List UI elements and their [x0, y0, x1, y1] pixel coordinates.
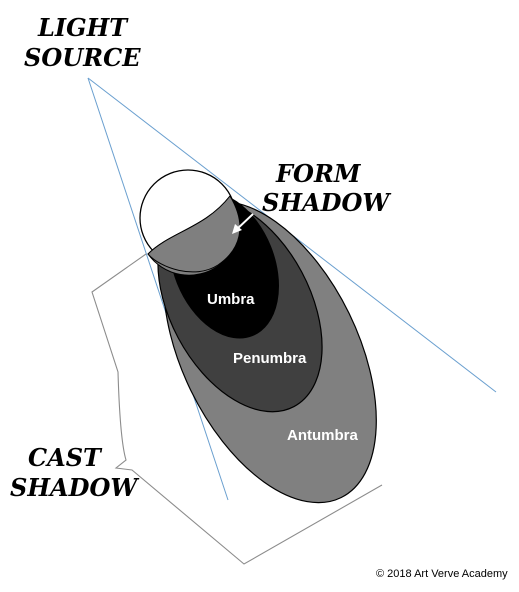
- form-shadow-label-line1: FORM: [275, 159, 362, 188]
- form-shadow-arrow-head: [232, 224, 242, 234]
- form-shadow-label-line2: SHADOW: [262, 188, 391, 217]
- penumbra-label: Penumbra: [233, 350, 307, 367]
- cast-shadow-bracket: [91, 253, 383, 565]
- cast-shadow-label-line1: CAST: [28, 443, 103, 472]
- light-ray-left: [87, 77, 229, 501]
- light-source-label-line2: SOURCE: [24, 43, 141, 72]
- umbra-label: Umbra: [207, 291, 255, 308]
- light-source-label-line1: LIGHT: [37, 13, 129, 42]
- copyright-credit: © 2018 Art Verve Academy: [376, 568, 508, 580]
- antumbra-label: Antumbra: [287, 427, 358, 444]
- form-shadow-inner: [147, 195, 241, 273]
- cast-shadow-label-line2: SHADOW: [10, 473, 139, 502]
